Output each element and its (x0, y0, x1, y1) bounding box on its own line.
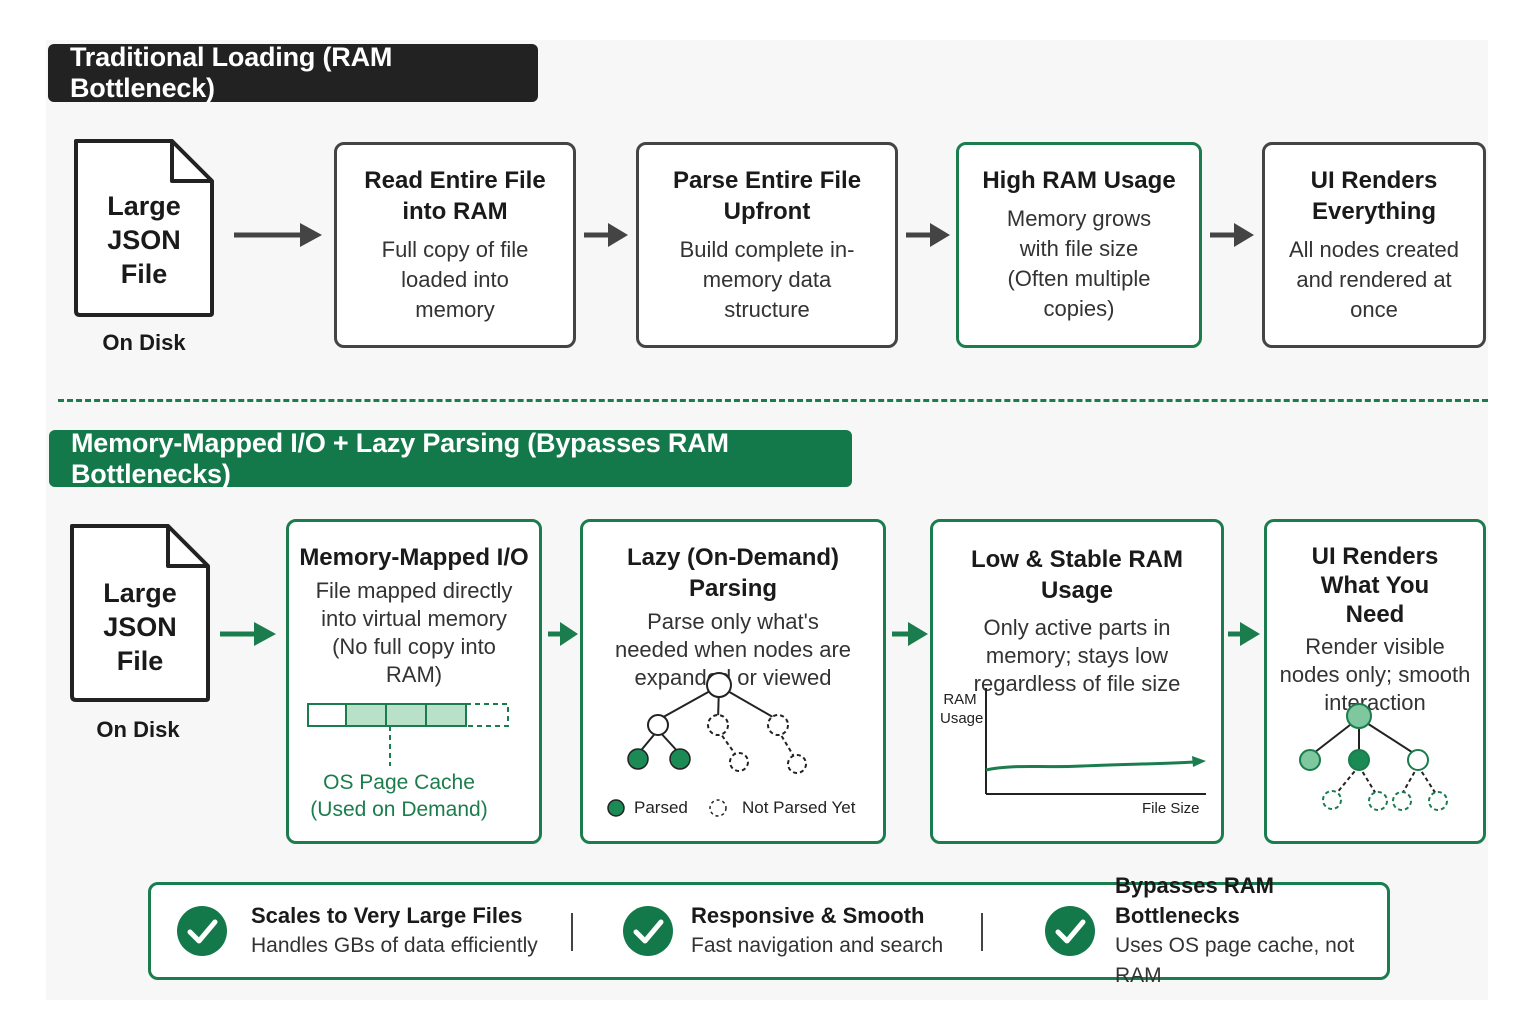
arrow-icon (584, 223, 628, 247)
step-title: High RAM Usage (982, 167, 1176, 194)
step-low-stable-ram: Low & Stable RAM Usage Only active parts… (930, 519, 1224, 844)
benefit-desc: Fast navigation and search (691, 934, 944, 957)
os-page-cache-label: OS Page Cache (Used on Demand) (310, 771, 488, 821)
step-body: Full copy of file loaded into memory (381, 237, 529, 322)
traditional-json-file-icon: Large JSON File (72, 137, 216, 319)
step-body: Render visible nodes only; smooth intera… (1279, 634, 1471, 715)
chart-x-axis-label: File Size (1142, 800, 1200, 817)
ram-usage-chart (985, 688, 1206, 795)
render-tree (1299, 703, 1448, 811)
step-body: Parse only what's needed when nodes are … (614, 609, 852, 690)
traditional-file-label: Large JSON File (107, 191, 181, 289)
mmap-json-file-icon: Large JSON File (68, 522, 212, 704)
benefit-desc: Handles GBs of data efficiently (251, 934, 538, 957)
step-body: All nodes created and rendered at once (1289, 237, 1459, 322)
lazy-parse-tree (627, 672, 807, 774)
benefit-scales: Scales to Very Large Files Handles GBs o… (177, 885, 538, 977)
benefit-responsive: Responsive & Smooth Fast navigation and … (623, 885, 943, 977)
legend-parsed-label: Parsed (634, 798, 688, 817)
benefit-title: Responsive & Smooth (691, 903, 925, 928)
benefits-bar: Scales to Very Large Files Handles GBs o… (148, 873, 1390, 987)
benefit-separator (571, 913, 573, 951)
check-icon (623, 906, 673, 956)
step-body: File mapped directly into virtual memory… (315, 578, 513, 687)
chart-y-axis-label: RAM Usage (940, 691, 984, 727)
step-high-ram-usage: High RAM Usage Memory grows with file si… (956, 142, 1202, 348)
traditional-disk-caption: On Disk (102, 330, 186, 355)
mmap-section-header: Memory-Mapped I/O + Lazy Parsing (Bypass… (49, 428, 852, 489)
arrow-icon (234, 223, 322, 247)
benefit-title: Bypasses RAM Bottlenecks (1115, 873, 1274, 928)
benefit-title: Scales to Very Large Files (251, 903, 523, 928)
legend-not-parsed-label: Not Parsed Yet (742, 798, 856, 817)
step-title: UI Renders Everything (1310, 167, 1438, 225)
step-title: Low & Stable RAM Usage (970, 546, 1183, 604)
step-title: Memory-Mapped I/O (299, 544, 529, 571)
parsed-legend-icon (607, 799, 625, 817)
step-body: Build complete in-memory data structure (679, 237, 855, 322)
step-title: UI Renders What You Need (1311, 543, 1439, 628)
benefit-desc: Uses OS page cache, not RAM (1115, 934, 1355, 987)
step-ui-renders-needed: UI Renders What You Need Render visible … (1264, 519, 1486, 844)
step-lazy-parsing: Lazy (On-Demand) Parsing Parse only what… (580, 519, 886, 844)
arrow-icon (1210, 223, 1254, 247)
traditional-section-header: Traditional Loading (RAM Bottleneck) (48, 42, 538, 103)
mmap-file-label: Large JSON File (103, 578, 177, 676)
arrow-icon (220, 622, 276, 646)
step-body: Only active parts in memory; stays low r… (973, 615, 1181, 696)
arrow-icon (906, 223, 950, 247)
section-divider (58, 399, 1488, 402)
step-read-entire-file: Read Entire File into RAM Full copy of f… (334, 142, 576, 348)
step-ui-renders-everything: UI Renders Everything All nodes created … (1262, 142, 1486, 348)
step-title: Parse Entire File Upfront (672, 167, 862, 225)
arrow-icon (892, 622, 928, 646)
arrow-icon (1228, 622, 1260, 646)
check-icon (177, 906, 227, 956)
benefit-separator (981, 913, 983, 951)
not-parsed-legend-icon (709, 799, 727, 817)
step-title: Read Entire File into RAM (364, 167, 546, 225)
step-body: Memory grows with file size (Often multi… (1006, 206, 1152, 321)
step-title: Lazy (On-Demand) Parsing (626, 544, 839, 602)
memory-pages-bar (307, 703, 509, 766)
step-memory-mapped-io: Memory-Mapped I/O File mapped directly i… (286, 519, 542, 844)
step-parse-entire-file: Parse Entire File Upfront Build complete… (636, 142, 898, 348)
benefit-bypasses: Bypasses RAM Bottlenecks Uses OS page ca… (1045, 873, 1387, 987)
arrow-icon (548, 622, 578, 646)
check-icon (1045, 906, 1095, 956)
mmap-disk-caption: On Disk (96, 717, 180, 742)
